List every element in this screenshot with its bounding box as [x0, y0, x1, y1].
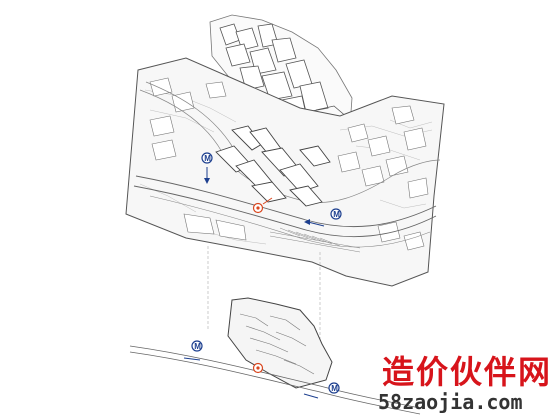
context-building — [151, 139, 177, 161]
hillside-building — [261, 71, 293, 101]
metro-label: M — [194, 342, 201, 351]
project-buildings — [215, 125, 331, 207]
project-building — [251, 181, 287, 203]
context-building — [361, 165, 385, 187]
hillside-building — [271, 37, 297, 63]
context-building — [149, 115, 175, 137]
ground-plan — [129, 297, 421, 415]
station-marker-lower — [252, 362, 264, 374]
metro-label: M — [204, 154, 211, 163]
metro-label: M — [331, 384, 338, 393]
ground-road — [129, 345, 421, 415]
project-building — [289, 185, 323, 207]
hillside-building-cluster — [209, 14, 353, 131]
station-marker-upper — [252, 197, 273, 214]
ground-plan-footprints — [239, 313, 315, 375]
context-building — [337, 151, 361, 173]
project-building — [299, 145, 331, 167]
context-building — [347, 123, 369, 143]
hillside-contour — [315, 105, 349, 119]
context-building — [215, 219, 247, 241]
context-building — [183, 213, 215, 235]
context-building — [403, 231, 425, 251]
context-buildings — [149, 77, 429, 251]
context-building — [205, 81, 227, 99]
context-building — [377, 221, 401, 243]
project-building — [279, 163, 319, 193]
hillside-building — [225, 43, 251, 67]
context-building — [171, 91, 195, 113]
metro-marker-upper-right: M — [304, 208, 342, 227]
context-building — [403, 127, 427, 151]
watermark-site-name: 造价伙伴网 — [382, 353, 553, 391]
metro-marker-lower-right: M — [303, 382, 340, 399]
context-building — [391, 105, 415, 125]
railway-track — [269, 227, 361, 253]
watermark-site-url: 58zaojia.com — [378, 390, 523, 414]
main-site-plate — [125, 57, 445, 287]
metro-label: M — [333, 210, 340, 219]
ground-plan-boundary — [227, 297, 333, 389]
metro-marker-upper-left: M — [201, 152, 213, 184]
context-building — [367, 135, 391, 157]
context-building — [407, 177, 429, 199]
main-road — [133, 175, 437, 248]
context-building — [385, 155, 409, 177]
metro-marker-lower-left: M — [183, 340, 203, 361]
